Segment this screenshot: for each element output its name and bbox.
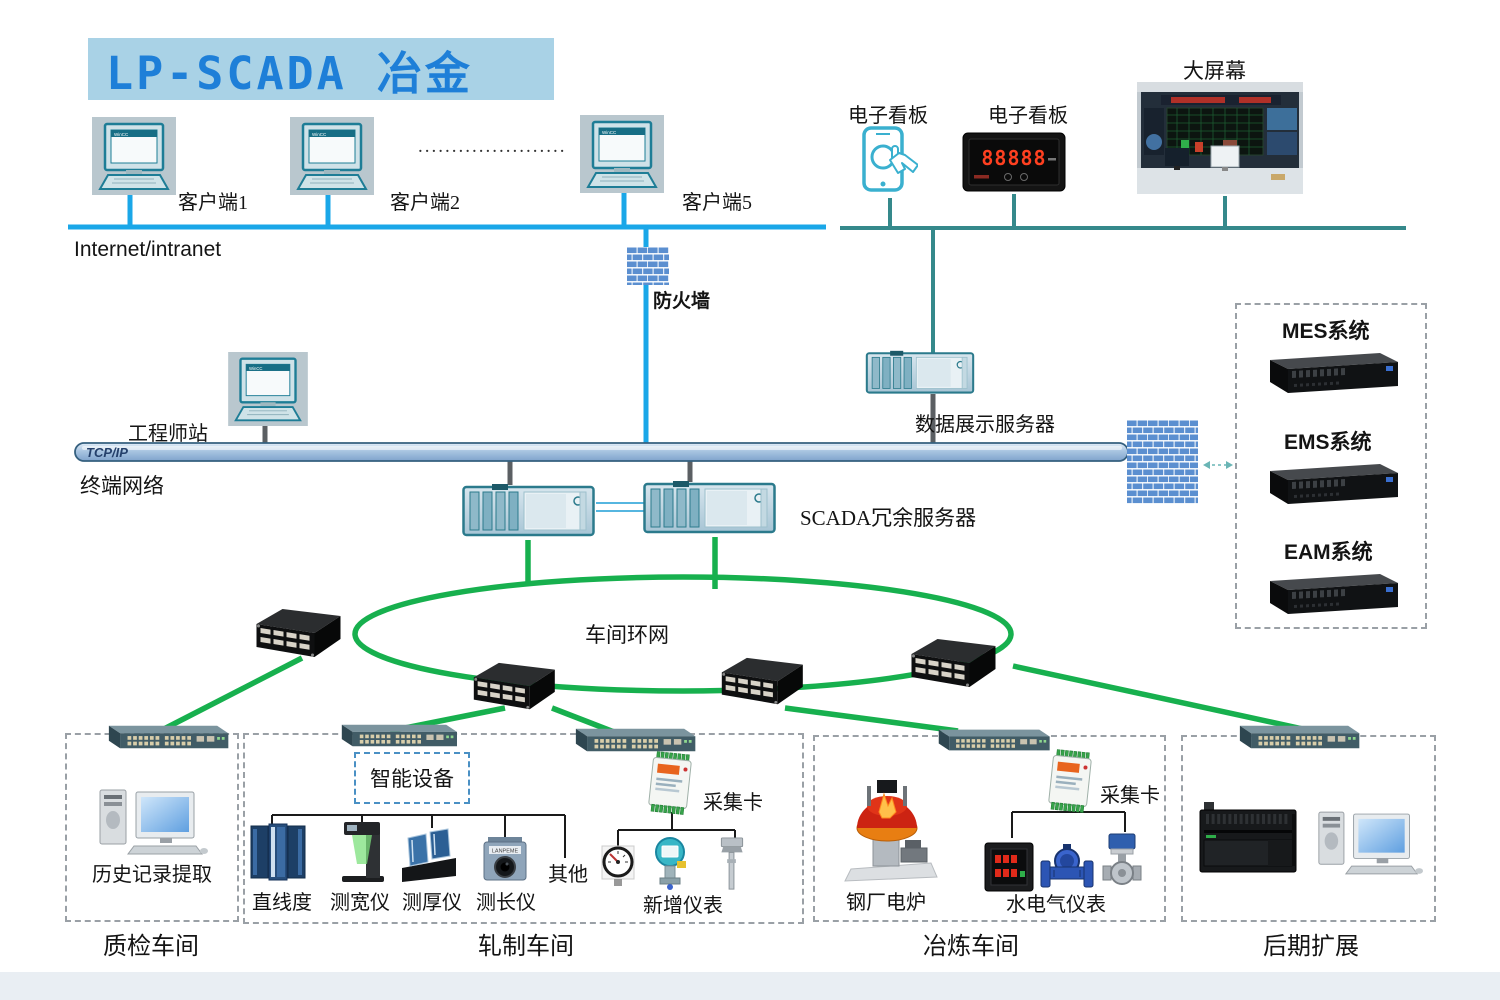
firewall-icon [627, 247, 669, 285]
led-digits: 88888 [981, 146, 1046, 170]
history-extract-label: 历史记录提取 [92, 864, 212, 886]
thickness-gauge-icon [400, 824, 458, 884]
ems-system-label: EMS系统 [1284, 431, 1372, 454]
clients-ellipsis: ...................... [418, 136, 567, 157]
eam-system-label: EAM系统 [1284, 541, 1373, 564]
scada-servers-label: SCADA冗余服务器 [800, 506, 977, 530]
utility-meters-label: 水电气仪表 [1006, 894, 1106, 916]
straightness-gauge-icon [250, 820, 306, 882]
wincc-label: WinCC [114, 132, 129, 137]
firewall-label: 防火墙 [653, 291, 711, 312]
kanban-phone-label: 电子看板 [848, 105, 928, 127]
capture-card-rolling-label: 采集卡 [703, 792, 763, 814]
straightness-label: 直线度 [252, 892, 312, 914]
digital-meter-icon [984, 842, 1034, 892]
wincc-label: WinCC [602, 130, 617, 135]
internet-label: Internet/intranet [74, 238, 222, 261]
engineer-station-label: 工程师站 [128, 423, 208, 445]
rolling-workshop-label: 轧制车间 [478, 934, 574, 960]
scada-server-2-icon [643, 480, 776, 535]
terminal-network-label: 终端网络 [80, 474, 164, 498]
mobile-kanban-icon [862, 126, 918, 194]
rolling-switch-right-icon [560, 726, 700, 754]
water-meter-icon [1040, 844, 1094, 890]
length-gauge-icon: LANPEME [480, 834, 530, 888]
expansion-workshop-label: 后期扩展 [1263, 934, 1359, 960]
expansion-pc-icon [1315, 808, 1423, 878]
footer-band [0, 972, 1500, 1000]
enterprise-firewall-icon [1127, 420, 1198, 504]
capture-card-smelting-icon [1043, 748, 1097, 815]
wincc-label: WinCC [312, 132, 327, 137]
kanban-led-label: 电子看板 [988, 105, 1068, 127]
flow-meter-icon [1102, 833, 1142, 889]
control-room-big-screen-image [1137, 82, 1303, 194]
width-gauge-icon [340, 818, 386, 884]
diagram-title: LP-SCADA 冶金 [88, 38, 554, 100]
other-devices-label: 其他 [548, 864, 588, 886]
client-workstation-2-icon: WinCC [290, 117, 374, 195]
length-gauge-label: 测长仪 [476, 892, 536, 914]
mes-server-icon [1262, 350, 1402, 396]
rolling-switch-left-icon [328, 722, 460, 749]
ring-switch-3-icon [718, 656, 823, 710]
engineer-station-icon: WinCC [228, 352, 308, 426]
electric-furnace-icon [843, 776, 938, 883]
furnace-label: 钢厂电炉 [846, 892, 926, 914]
eam-server-icon [1262, 571, 1402, 617]
client-5-label: 客户端5 [682, 192, 752, 214]
history-pc-icon [96, 786, 208, 858]
client-workstation-1-icon: WinCC [92, 117, 176, 195]
ring-switch-1-icon [253, 607, 361, 663]
data-display-server-label: 数据展示服务器 [915, 414, 1055, 436]
scada-server-1-icon [462, 483, 595, 538]
smart-devices-box: 智能设备 [354, 752, 470, 804]
capture-card-smelting-label: 采集卡 [1100, 785, 1160, 807]
expansion-switch-icon [1228, 723, 1360, 751]
ring-switch-4-icon [908, 637, 1016, 693]
tcpip-bus-label: TCP/IP [86, 445, 128, 460]
width-gauge-label: 测宽仪 [330, 892, 390, 914]
new-instruments-label: 新增仪表 [643, 895, 723, 917]
quality-workshop-label: 质检车间 [103, 934, 199, 960]
wincc-label: WinCC [249, 366, 262, 371]
transmitter-icon [648, 836, 692, 890]
quality-switch-icon [93, 723, 233, 751]
thickness-gauge-label: 测厚仪 [402, 892, 462, 914]
capture-card-rolling-icon [643, 750, 697, 817]
ring-switch-2-icon [470, 661, 575, 715]
client-2-label: 客户端2 [390, 192, 460, 214]
ring-network-label: 车间环网 [585, 623, 669, 647]
camera-brand-label: LANPEME [492, 849, 519, 855]
mes-system-label: MES系统 [1282, 320, 1370, 343]
client-workstation-5-icon: WinCC [580, 115, 664, 193]
plc-icon [1198, 800, 1298, 878]
enterprise-systems-box [1235, 303, 1427, 629]
smelting-switch-icon [925, 727, 1053, 753]
big-screen-label: 大屏幕 [1183, 59, 1246, 83]
client-1-label: 客户端1 [178, 192, 248, 214]
smart-devices-label: 智能设备 [370, 767, 454, 791]
thermocouple-icon [717, 836, 747, 892]
data-display-server-icon [863, 350, 977, 395]
smelting-workshop-label: 冶炼车间 [923, 934, 1019, 960]
rolling-workshop-box [243, 733, 804, 924]
ems-server-icon [1262, 461, 1402, 507]
led-display-icon: 88888 [962, 132, 1066, 192]
pressure-gauge-icon [600, 845, 636, 887]
